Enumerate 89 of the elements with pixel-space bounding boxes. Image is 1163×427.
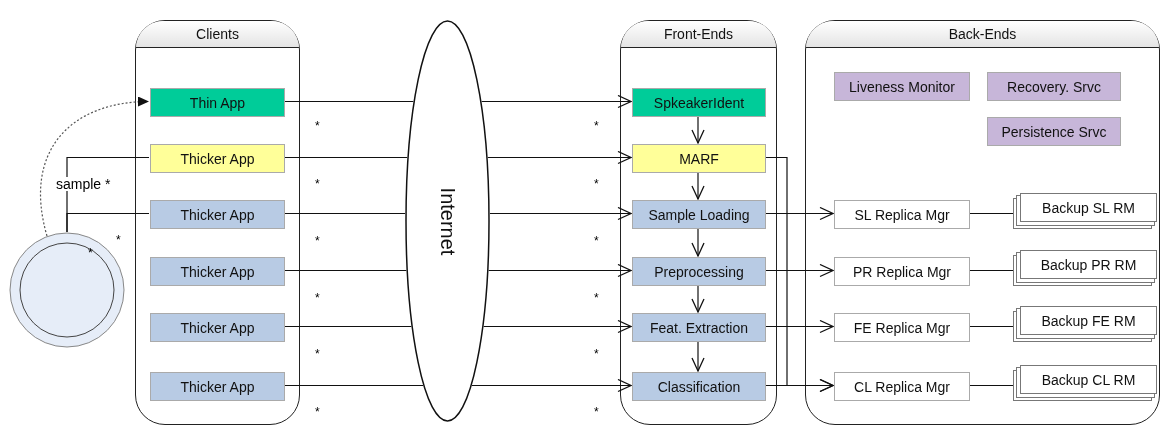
arrow <box>691 284 705 313</box>
arrow <box>483 319 632 334</box>
node-label: Thicker App <box>180 150 255 167</box>
node-label: Thicker App <box>180 263 255 280</box>
arrow <box>764 263 834 278</box>
arrow <box>764 378 834 393</box>
process-box <box>632 144 766 173</box>
connector-line <box>66 212 150 233</box>
multiplicity-label: * <box>594 292 599 304</box>
node-label: Feat. Extraction <box>649 319 748 336</box>
process-box <box>150 88 285 117</box>
node-label: Backup CL RM <box>1041 371 1136 388</box>
multiplicity-label: * <box>116 234 121 246</box>
arrow <box>489 206 632 221</box>
multiplicity-label: * <box>594 178 599 190</box>
arrow <box>691 340 705 372</box>
group-header: Clients <box>136 21 299 48</box>
multiplicity-label: * <box>315 120 320 132</box>
node-label: Persistence Srvc <box>1001 123 1107 140</box>
process-box <box>632 372 766 401</box>
node-label: Backup FE RM <box>1041 312 1136 329</box>
node-label: Classification <box>657 378 741 395</box>
process-box <box>987 117 1121 146</box>
node-label: MARF <box>679 150 719 167</box>
node-label: Liveness Monitor <box>849 78 955 95</box>
arrow <box>487 150 632 165</box>
process-box <box>150 257 285 286</box>
connector-line <box>283 100 414 103</box>
node-label: Thicker App <box>180 206 255 223</box>
multiplicity-label: * <box>315 406 320 418</box>
node-label: Backup PR RM <box>1040 256 1137 273</box>
process-box <box>150 372 285 401</box>
arrow <box>488 263 632 278</box>
multiplicity-label: * <box>315 235 320 247</box>
user-circle <box>9 232 125 348</box>
arrow <box>471 378 632 393</box>
process-box <box>632 313 766 342</box>
process-box <box>150 200 285 229</box>
process-box <box>834 72 970 101</box>
process-box <box>150 313 285 342</box>
process-box <box>150 144 285 173</box>
connector-line <box>283 325 412 328</box>
process-box <box>834 257 970 286</box>
multiplicity-label: * <box>594 120 599 132</box>
group-panel <box>620 20 777 425</box>
group-header: Back-Ends <box>806 21 1159 48</box>
edge-label: sample * <box>55 177 112 191</box>
multiplicity-label: * <box>594 406 599 418</box>
process-box <box>834 372 970 401</box>
network-ellipse <box>405 20 490 422</box>
arrow <box>764 319 834 334</box>
node-label: SpkeakerIdent <box>653 94 745 111</box>
multiplicity-label: * <box>594 348 599 360</box>
group-panel <box>805 20 1160 425</box>
process-box <box>632 88 766 117</box>
connector-line <box>283 212 406 215</box>
arrow <box>691 227 705 257</box>
arrow <box>764 206 834 221</box>
node-label: Thin App <box>189 94 246 111</box>
node-label: CL Replica Mgr <box>854 378 950 395</box>
multiplicity-label: * <box>594 235 599 247</box>
process-box <box>834 313 970 342</box>
arrow <box>39 97 150 237</box>
connector-line <box>283 384 424 387</box>
process-box <box>834 200 970 229</box>
process-box <box>632 257 766 286</box>
connector-line <box>283 269 407 272</box>
node-label: Sample Loading <box>648 206 750 223</box>
node-label: Thicker App <box>180 319 255 336</box>
process-box <box>632 200 766 229</box>
multiplicity-label: * <box>315 292 320 304</box>
node-label: FE Replica Mgr <box>853 319 951 336</box>
node-label: Backup SL RM <box>1042 199 1135 216</box>
multiplicity-label: * <box>315 348 320 360</box>
node-label: PR Replica Mgr <box>853 263 951 280</box>
arrow <box>691 171 705 200</box>
node-label: Recovery. Srvc <box>1007 78 1101 95</box>
process-box <box>987 72 1121 101</box>
node-label: Preprocessing <box>654 263 744 280</box>
connector-line <box>283 156 408 159</box>
network-label: Internet <box>436 187 459 255</box>
arrow <box>481 94 632 109</box>
node-label: Thicker App <box>180 378 255 395</box>
multiplicity-label: * <box>315 178 320 190</box>
group-header: Front-Ends <box>621 21 776 48</box>
multiplicity-label: * <box>88 247 93 259</box>
node-label: SL Replica Mgr <box>854 206 950 223</box>
group-panel <box>135 20 300 425</box>
arrow <box>691 115 705 144</box>
